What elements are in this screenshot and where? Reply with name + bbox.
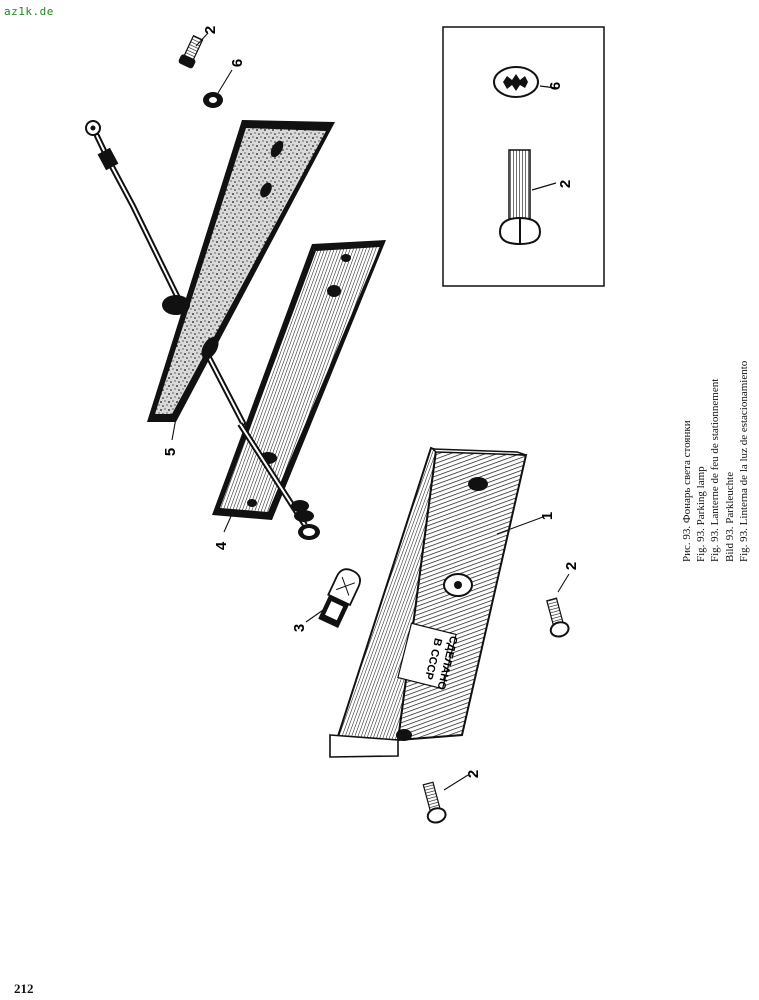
detail-inset-box: 6 2 [442,26,605,287]
screw-2-middle [546,597,570,638]
inset-washer [493,66,539,98]
caption-french: Fig. 93. Lanterne de feu de stationnemen… [709,378,722,562]
inset-screw [498,149,542,246]
figure-caption: Рис. 93. Фонарь света стоянки Fig. 93. P… [680,292,751,562]
bulb-3 [318,568,361,629]
caption-german: Bild 93. Parkleuchte [723,471,736,562]
label-3: 3 [291,624,308,632]
label-2-top: 2 [202,26,219,34]
site-watermark: az1k.de [4,5,54,18]
label-1: 1 [539,512,556,520]
lamp-housing-1: СДЕЛАНО В СССР [329,446,528,758]
caption-english: Fig. 93. Parking lamp [695,466,708,562]
screw-2-top [178,34,204,69]
label-6-inset: 6 [547,82,564,90]
label-4: 4 [213,541,230,550]
label-2-inset: 2 [557,180,574,188]
screw-2-bottom [422,781,447,824]
caption-spanish: Fig. 93. Linterna de la luz de estaciona… [737,360,750,562]
gasket-5 [147,120,335,422]
label-5: 5 [162,448,179,456]
caption-russian: Рис. 93. Фонарь света стоянки [681,420,693,562]
socket-spring-contact [291,500,320,540]
label-2-bottom: 2 [465,770,482,778]
label-2-middle: 2 [563,562,580,570]
label-6-top: 6 [229,59,246,67]
washer-6-top [203,92,223,108]
page-number: 212 [14,981,34,996]
